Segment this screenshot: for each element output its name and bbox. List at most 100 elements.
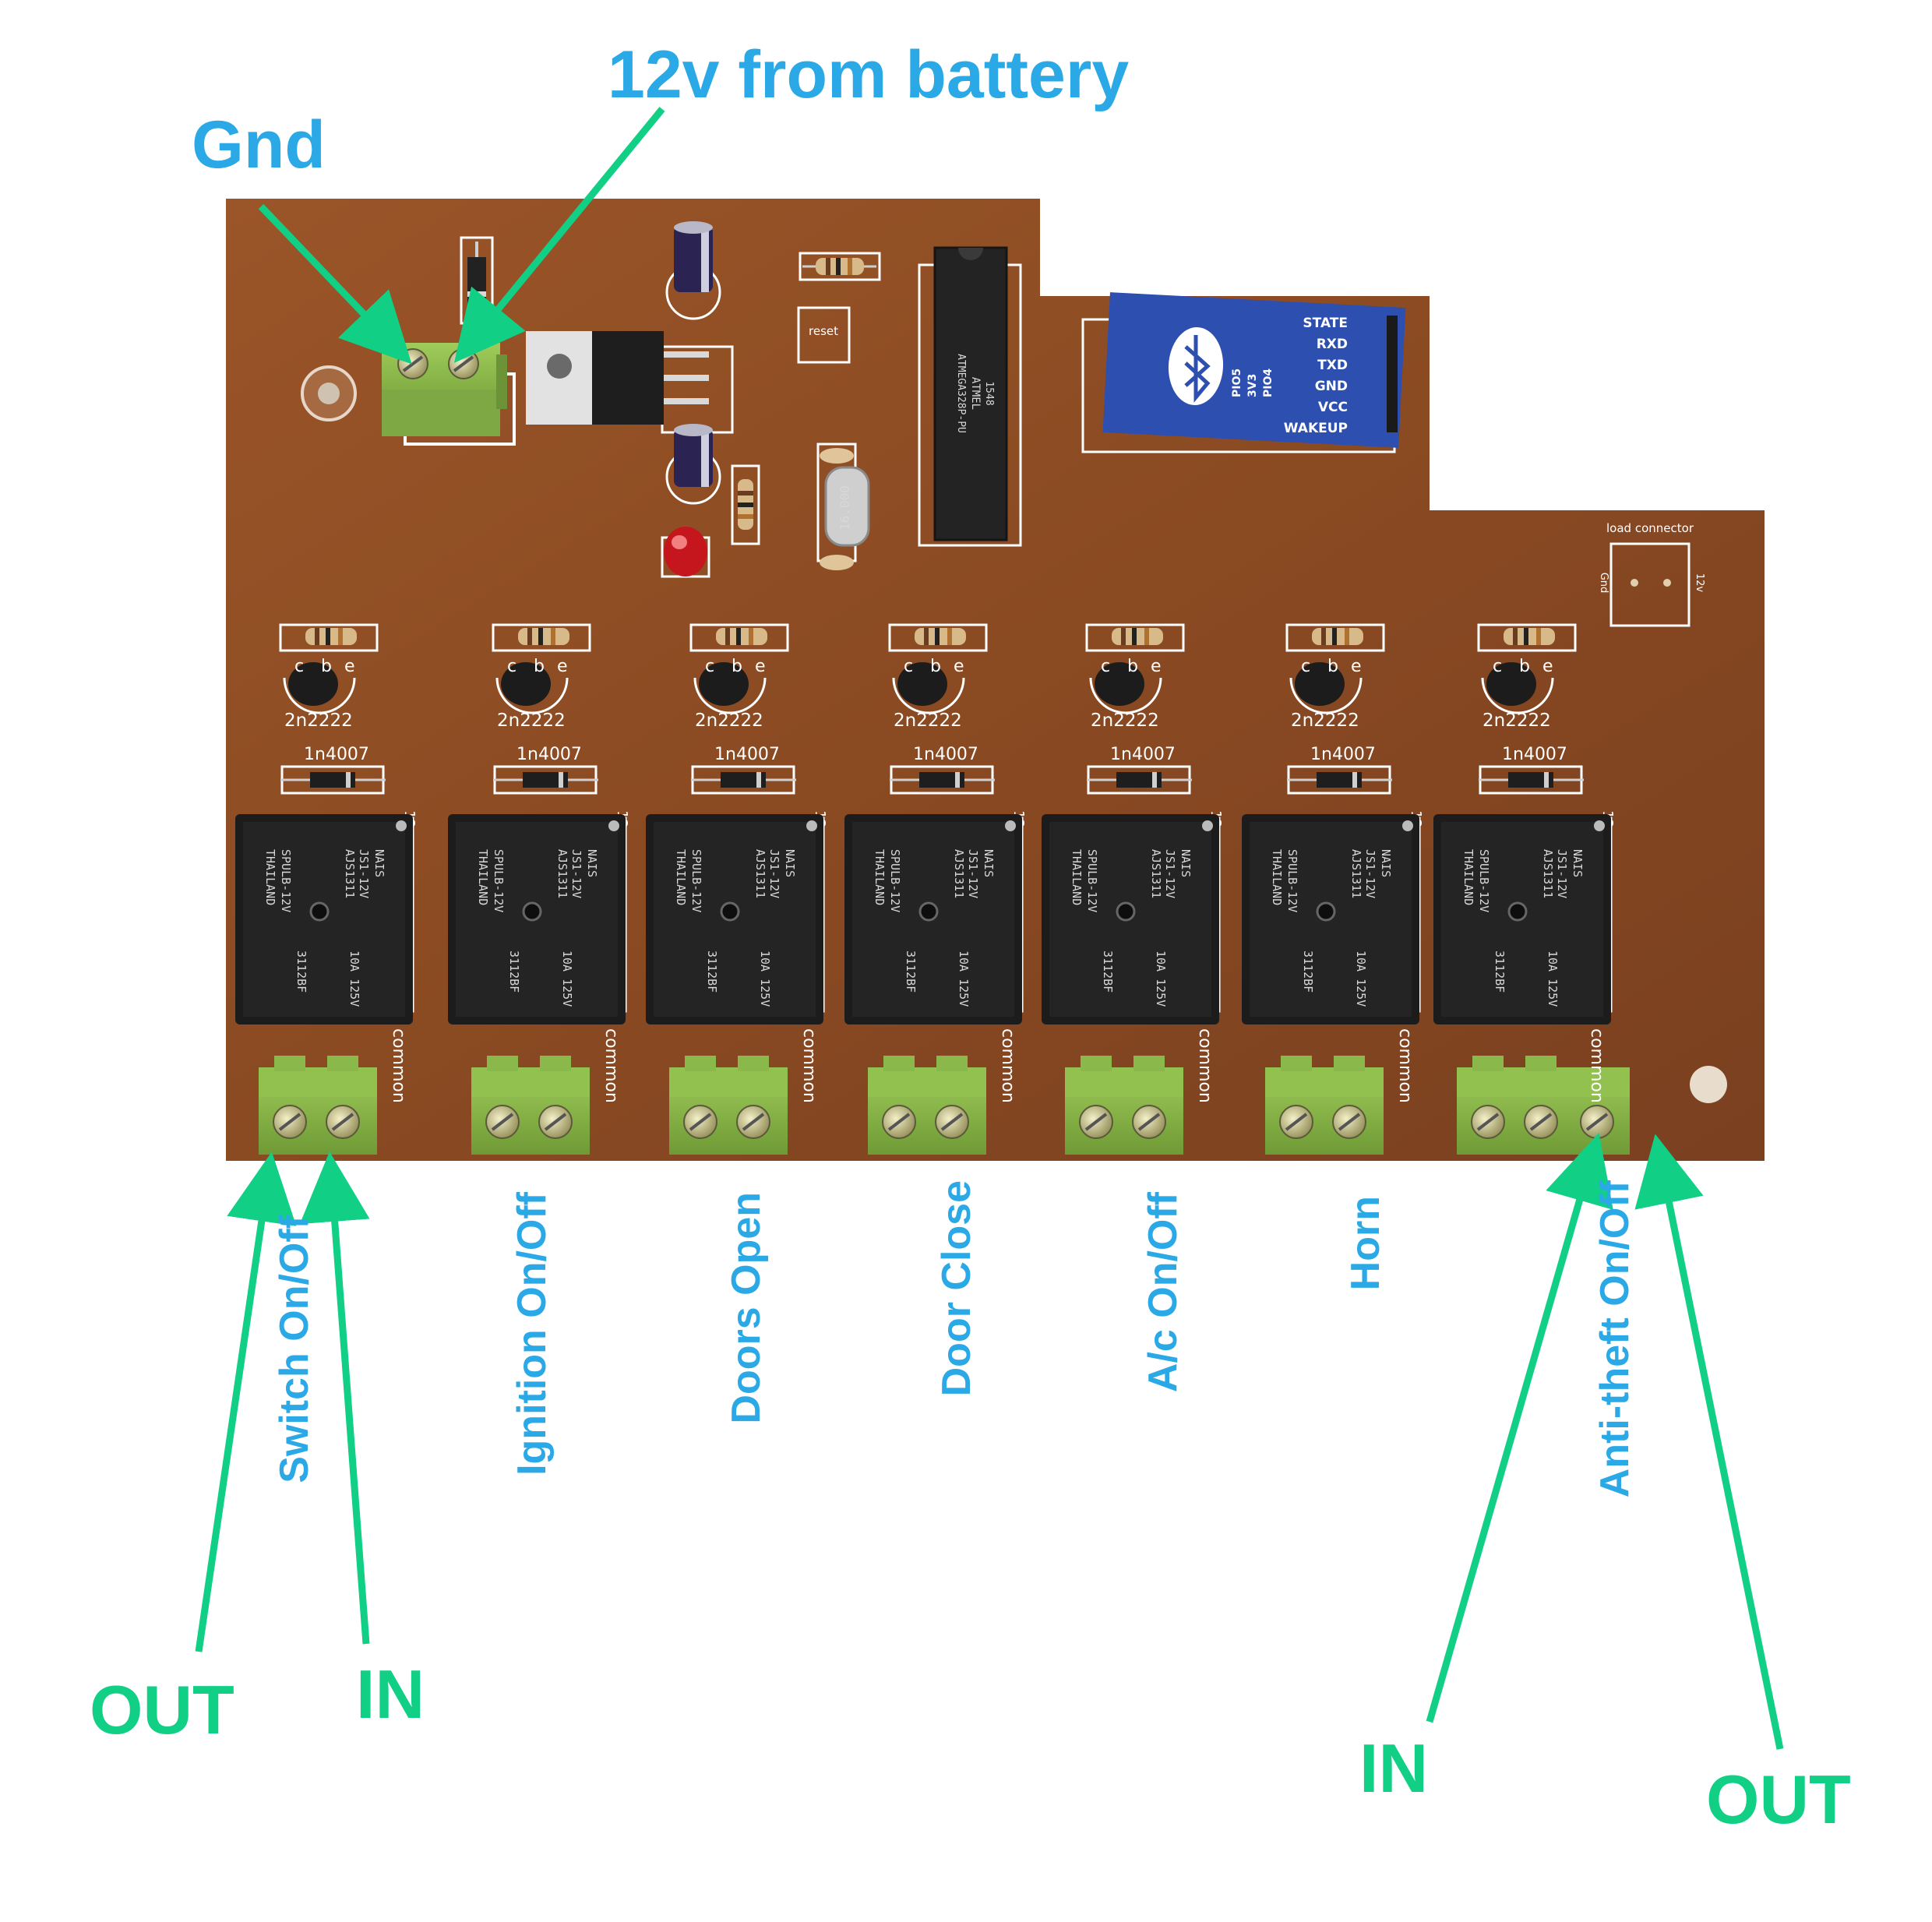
channel-label: Switch On/Off	[272, 1215, 317, 1483]
pin-b-label: b	[930, 657, 941, 676]
bluetooth-pin-labels: STATE RXD TXD GND VCC WAKEUP	[1284, 316, 1348, 436]
pin-e-label: e	[344, 657, 355, 676]
pin-c-label: c	[1301, 657, 1310, 676]
pin-b-label: b	[534, 657, 545, 676]
reset-button-footprint: reset	[797, 306, 851, 364]
reset-label: reset	[809, 324, 838, 338]
relay-spec: SPULB-12V	[492, 849, 506, 912]
relay-part: AJS1311	[1149, 849, 1163, 898]
gnd-annotation: Gnd	[192, 108, 326, 182]
output-terminal-block: common	[1265, 1028, 1415, 1155]
crystal-oscillator: 16.000	[816, 443, 870, 570]
bt-3v3: 3V3	[1246, 374, 1259, 397]
output-terminal-block: common	[1065, 1028, 1215, 1155]
chip-code: 1548	[983, 381, 995, 405]
load-12v-label: 12v	[1694, 573, 1705, 593]
relay-rating: 10A 125V	[957, 950, 971, 1007]
relay-model: JS1-12V	[569, 849, 583, 898]
resistor	[799, 252, 881, 281]
capacitor	[665, 424, 721, 505]
power-terminal-block	[382, 343, 516, 446]
transistor-label: 2n2222	[284, 711, 353, 731]
relay-origin: THAILAND	[873, 849, 887, 905]
chip-model: ATMEGA328P-PU	[955, 354, 967, 433]
common-label: common	[389, 1028, 408, 1103]
pin-e-label: e	[1351, 657, 1362, 676]
relay-part: AJS1311	[952, 849, 966, 898]
bt-pin-state: STATE	[1303, 316, 1348, 331]
relay-spec: SPULB-12V	[279, 849, 293, 912]
relay-channel: cbe2n22221n400712vNAISJS1-12VAJS1311SPUL…	[448, 623, 630, 1155]
diode-label: 1n4007	[913, 745, 978, 764]
crystal-label: 16.000	[837, 485, 852, 531]
relay-origin: THAILAND	[263, 849, 277, 905]
relay-model: JS1-12V	[1163, 849, 1177, 898]
transistor-label: 2n2222	[1291, 711, 1359, 731]
relay-channel: cbe2n22221n400712vNAISJS1-12VAJS1311SPUL…	[1433, 623, 1630, 1155]
relay-channels: cbe2n22221n400712vNAISJS1-12VAJS1311SPUL…	[235, 623, 1630, 1155]
relay-brand: NAIS	[372, 849, 386, 877]
relay-brand: NAIS	[585, 849, 599, 877]
gnd-arrow	[258, 203, 412, 365]
common-label: common	[799, 1028, 819, 1103]
pin-c-label: c	[1493, 657, 1502, 676]
annotation-arrows	[195, 107, 1784, 1750]
relay-code: 3112BF	[294, 950, 308, 993]
capacitor	[665, 221, 721, 320]
relay-channel: cbe2n22221n400712vNAISJS1-12VAJS1311SPUL…	[1042, 623, 1224, 1155]
relay-spec: SPULB-12V	[888, 849, 902, 912]
common-label: common	[601, 1028, 621, 1103]
diode-label: 1n4007	[714, 745, 780, 764]
relay-origin: THAILAND	[1461, 849, 1475, 905]
relay-part: AJS1311	[343, 849, 357, 898]
channel-label: A/c On/Off	[1141, 1191, 1186, 1392]
relay-rating: 10A 125V	[1354, 950, 1368, 1007]
common-label: common	[1395, 1028, 1415, 1103]
relay-code: 3112BF	[904, 950, 918, 993]
load-connector: load connector Gnd 12v	[1598, 521, 1705, 627]
pin-e-label: e	[755, 657, 766, 676]
led-red	[661, 527, 710, 578]
relay-origin: THAILAND	[476, 849, 490, 905]
relay-brand: NAIS	[982, 849, 996, 877]
bluetooth-icon	[1168, 327, 1224, 405]
out-right-label: OUT	[1706, 1761, 1851, 1838]
relay-code: 3112BF	[705, 950, 719, 993]
pin-b-label: b	[1127, 657, 1138, 676]
resistor	[689, 623, 789, 652]
relay-brand: NAIS	[1571, 849, 1585, 877]
channel-label: Door Close	[934, 1180, 979, 1396]
voltage-regulator	[526, 331, 734, 434]
relay-part: AJS1311	[1349, 849, 1363, 898]
relay-code: 3112BF	[1493, 950, 1507, 993]
transistor-label: 2n2222	[497, 711, 566, 731]
relay-spec: SPULB-12V	[1477, 849, 1491, 912]
battery-arrow	[453, 107, 665, 363]
out-right-arrow	[1634, 1134, 1784, 1750]
channel-label: Doors Open	[724, 1192, 769, 1424]
pin-e-label: e	[1542, 657, 1553, 676]
output-terminal-block: common	[259, 1028, 408, 1155]
output-terminal-block: common	[669, 1028, 819, 1155]
mounting-hole	[1690, 1066, 1727, 1103]
relay-spec: SPULB-12V	[689, 849, 703, 912]
bt-pio4: PIO4	[1262, 369, 1274, 397]
pin-b-label: b	[732, 657, 742, 676]
bt-pin-rxd: RXD	[1317, 337, 1348, 352]
relay-channel: cbe2n22221n400712vNAISJS1-12VAJS1311SPUL…	[844, 623, 1027, 1155]
in-left-arrow	[299, 1151, 370, 1645]
resistor	[1477, 623, 1577, 652]
pin-c-label: c	[705, 657, 714, 676]
relay-code: 3112BF	[1101, 950, 1115, 993]
relay-model: JS1-12V	[1363, 849, 1377, 898]
transistor-label: 2n2222	[1091, 711, 1159, 731]
pin-c-label: c	[1101, 657, 1110, 676]
